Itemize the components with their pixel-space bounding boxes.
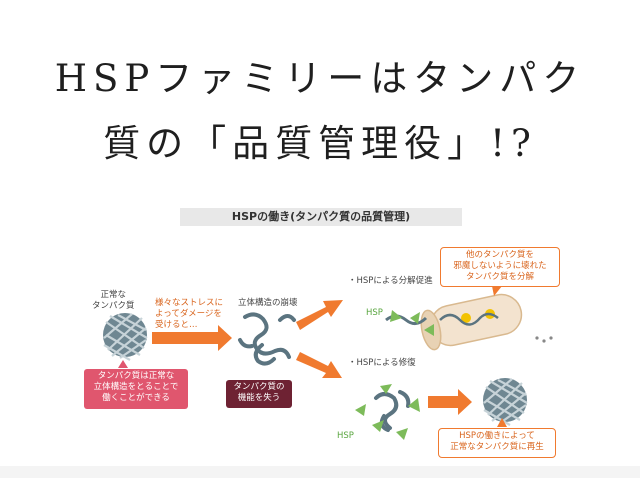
hsp-markers-top bbox=[390, 310, 434, 336]
arrow-restore bbox=[428, 389, 472, 415]
hsp-label-top: HSP bbox=[366, 308, 383, 318]
headline-line-2: 質の「品質管理役」!? bbox=[103, 122, 537, 165]
pink-box-pointer bbox=[118, 360, 128, 368]
collapsed-protein-icon bbox=[238, 312, 296, 366]
pink-info-box: タンパク質は正常な 立体構造をとることで 働くことができる bbox=[84, 369, 188, 409]
stress-label: 様々なストレスに よってダメージを 受けると… bbox=[155, 298, 224, 330]
arrow-repair bbox=[296, 352, 342, 378]
arrow-decompose bbox=[296, 300, 343, 330]
normal-protein-icon bbox=[103, 313, 148, 361]
hsp-label-bottom: HSP bbox=[337, 431, 354, 441]
normal-protein-label: 正常な タンパク質 bbox=[92, 290, 135, 311]
callout-decompose: 他のタンパク質を 邪魔しないように壊れた タンパク質を分解 bbox=[440, 247, 560, 287]
proteasome-icon bbox=[420, 293, 523, 351]
collapse-label: 立体構造の崩壊 bbox=[238, 298, 298, 308]
dark-info-box: タンパク質の 機能を失う bbox=[226, 380, 292, 408]
branch-repair-label: ・HSPによる修復 bbox=[348, 358, 416, 368]
callout-bottom-pointer bbox=[497, 418, 507, 427]
figure-title: HSPの働き(タンパク質の品質管理) bbox=[180, 208, 462, 226]
footer-strip bbox=[0, 466, 640, 478]
hsp-markers-bottom bbox=[355, 384, 420, 440]
restored-protein-icon bbox=[483, 378, 528, 426]
branch-decompose-label: ・HSPによる分解促進 bbox=[348, 276, 433, 286]
arrow-stress bbox=[152, 325, 232, 351]
headline-line-1: HSPファミリーはタンパク bbox=[54, 57, 586, 100]
callout-restore: HSPの働きによって 正常なタンパク質に再生 bbox=[438, 428, 556, 458]
callout-top-pointer bbox=[492, 286, 502, 296]
